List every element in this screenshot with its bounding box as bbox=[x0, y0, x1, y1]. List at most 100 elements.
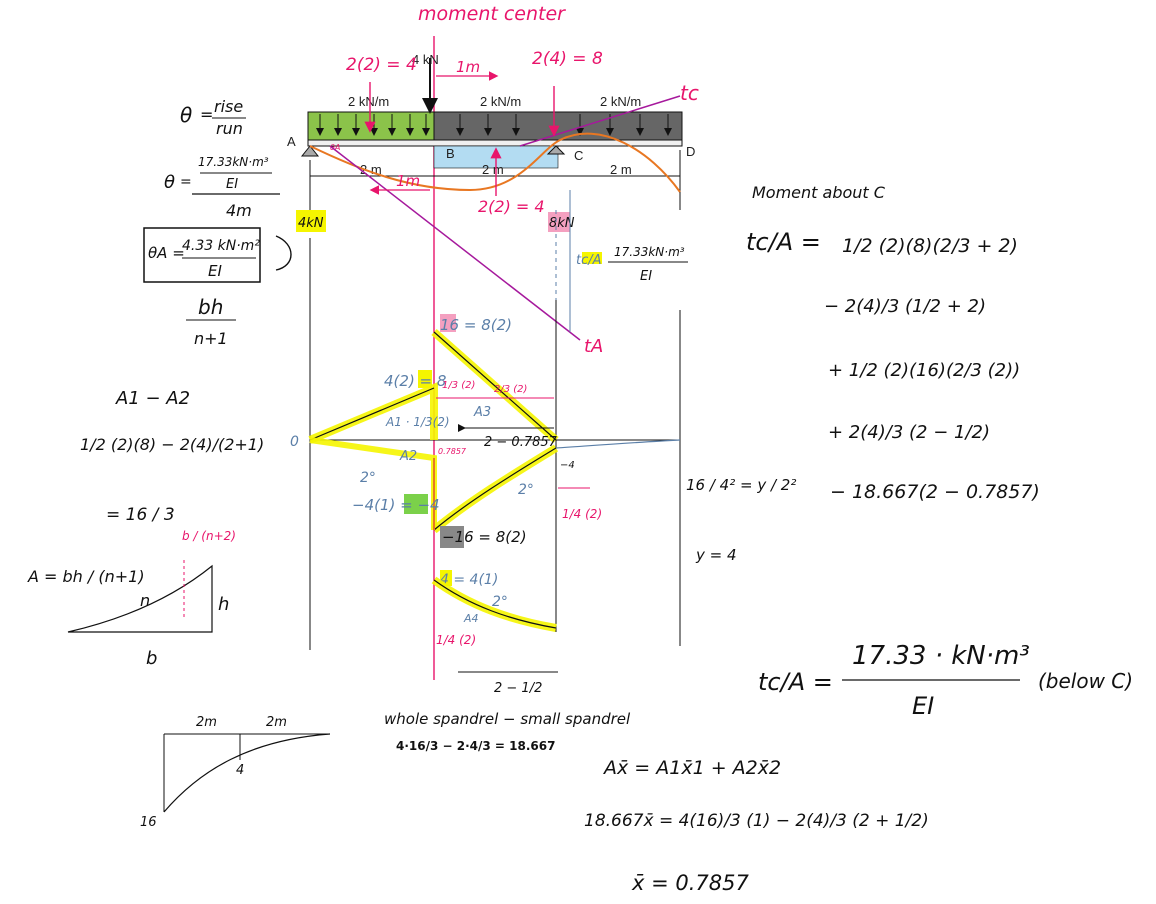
moment-a1: A1 · 1/3(2) bbox=[385, 415, 450, 429]
theta-symbol: θ bbox=[180, 103, 192, 127]
y-proportion: 16 / 4² = y / 2² bbox=[686, 476, 796, 494]
triangle-a3-edge bbox=[433, 331, 557, 441]
tca-lhs: tc/A = bbox=[746, 228, 821, 256]
tca-label: tc/A bbox=[576, 253, 602, 268]
label-n: n bbox=[140, 591, 150, 610]
parabola-curve bbox=[433, 447, 557, 531]
theta-a-box bbox=[143, 227, 261, 283]
dim-label-3: 2 m bbox=[610, 162, 632, 177]
label-c: C bbox=[574, 148, 583, 163]
tca-den: EI bbox=[640, 269, 652, 284]
moment-about-c: Moment about C bbox=[752, 183, 886, 202]
tangent-a-line bbox=[329, 145, 581, 341]
eq-16-3: = 16 / 3 bbox=[106, 505, 175, 525]
tca-term5: − 18.667(2 − 0.7857) bbox=[830, 481, 1040, 503]
lower-a4: A4 bbox=[463, 612, 479, 625]
label-a: A bbox=[287, 134, 296, 149]
theta-a-num: 4.33 kN·m² bbox=[182, 238, 260, 254]
theta-run: run bbox=[216, 119, 243, 138]
spandrel-formula: 4·16/3 − 2·4/3 = 18.667 bbox=[396, 739, 555, 753]
pink-force-2: 2(4) = 8 bbox=[532, 49, 603, 69]
tca-highlight bbox=[582, 252, 602, 264]
val-8-highlight bbox=[418, 370, 432, 388]
bh-text: bh bbox=[198, 295, 223, 319]
final-num: 17.33 · kN·m³ bbox=[852, 641, 1030, 671]
area-formula: A = bh / (n+1) bbox=[27, 567, 145, 586]
tca-term2: − 2(4)/3 (1/2 + 2) bbox=[824, 296, 986, 317]
moment-2deg-left: 2° bbox=[360, 470, 376, 486]
val-16-highlight bbox=[440, 314, 456, 332]
moment-zero: 0 bbox=[290, 434, 299, 450]
reaction-a-label: 4kN bbox=[298, 216, 324, 231]
left-frac-num: 17.33kN·m³ bbox=[198, 155, 269, 169]
ax-calc: 18.667x̄ = 4(16)/3 (1) − 2(4)/3 (2 + 1/2… bbox=[584, 811, 929, 831]
theta-eq-sign: = bbox=[200, 105, 213, 124]
left-four-m: 4m bbox=[226, 201, 252, 220]
label-b: B bbox=[446, 146, 455, 161]
tca-term1: 1/2 (2)(8)(2/3 + 2) bbox=[842, 235, 1018, 257]
a1-a2-text: A1 − A2 bbox=[115, 388, 190, 409]
moment-dist-small: 0.7857 bbox=[438, 447, 467, 456]
moment-third: 1/3 (2) bbox=[442, 380, 475, 391]
whole-spandrel-text: whole spandrel − small spandrel bbox=[384, 710, 631, 728]
tail-curve bbox=[555, 439, 681, 449]
moment-two-thirds: 2/3 (2) bbox=[494, 384, 527, 395]
small-spandrel-2m-a: 2m bbox=[196, 715, 217, 730]
load-block-left bbox=[307, 111, 435, 141]
parabola-highlight bbox=[431, 444, 559, 534]
theta-a-den: EI bbox=[208, 262, 222, 280]
load-label-left: 2 kN/m bbox=[348, 94, 389, 109]
triangle-a1-edge bbox=[309, 387, 435, 441]
dim-label-2: 2 m bbox=[482, 162, 504, 177]
ta-label: tA bbox=[584, 336, 603, 357]
lower-two-minus-half: 2 − 1/2 bbox=[494, 681, 542, 696]
load-label-right: 2 kN/m bbox=[600, 94, 641, 109]
theta-a-small: θA bbox=[330, 143, 340, 152]
left-frac-den: EI bbox=[226, 177, 238, 192]
below-c: (below C) bbox=[1038, 669, 1133, 693]
lower-deg: 2° bbox=[492, 594, 508, 610]
tc-label: tc bbox=[680, 81, 699, 105]
small-spandrel-curve bbox=[163, 733, 331, 813]
theta-rise: rise bbox=[214, 97, 243, 116]
reaction-c-label: 8kN bbox=[549, 216, 575, 231]
reaction-a-highlight bbox=[296, 210, 326, 232]
moment-neg16: −16 = 8(2) bbox=[442, 528, 527, 546]
small-spandrel-16: 16 bbox=[140, 815, 157, 830]
theta-a-curl-arrow bbox=[275, 235, 292, 271]
y-equals: y = 4 bbox=[695, 546, 737, 564]
neg4-highlight bbox=[404, 494, 428, 514]
moment-a2: A2 bbox=[399, 449, 417, 464]
pink-force-1: 2(2) = 4 bbox=[346, 55, 417, 75]
moment-val-16: 16 = 8(2) bbox=[440, 316, 512, 334]
tca-term4: + 2(4)/3 (2 − 1/2) bbox=[828, 422, 990, 443]
calc-line: 1/2 (2)(8) − 2(4)/(2+1) bbox=[80, 435, 264, 454]
label-b: b bbox=[146, 648, 157, 669]
moment-center-label: moment center bbox=[418, 3, 566, 25]
moment-a3: A3 bbox=[473, 405, 491, 420]
ax-equation: Ax̄ = A1x̄1 + A2x̄2 bbox=[602, 757, 781, 779]
b-n2-text: b / (n+2) bbox=[182, 529, 236, 543]
label-h: h bbox=[218, 594, 229, 615]
reaction-c-highlight bbox=[548, 212, 570, 232]
spandrel-sketch bbox=[67, 564, 213, 633]
point-load-label: 4 kN bbox=[412, 52, 439, 67]
support-a-pin bbox=[300, 145, 320, 157]
pink-1m-top: 1m bbox=[456, 58, 480, 76]
pink-1m-mid: 1m bbox=[396, 172, 420, 190]
moment-neg4: −4(1) = −4 bbox=[352, 496, 440, 514]
moment-2deg-right: 2° bbox=[518, 482, 534, 498]
final-den: EI bbox=[912, 692, 934, 720]
xbar-result: x̄ = 0.7857 bbox=[631, 871, 749, 895]
load-label-mid: 2 kN/m bbox=[480, 94, 521, 109]
small-spandrel-4: 4 bbox=[236, 763, 244, 778]
small-spandrel-2m-b: 2m bbox=[266, 715, 287, 730]
pink-force-3: 2(2) = 4 bbox=[478, 197, 545, 216]
moment-dist: 2 − 0.7857 bbox=[484, 435, 558, 450]
theta-symbol-2: θ bbox=[164, 172, 175, 193]
support-c-roller bbox=[546, 145, 566, 155]
lower-quarter: 1/4 (2) bbox=[436, 633, 476, 647]
lower-val-4: 4 = 4(1) bbox=[440, 572, 498, 588]
